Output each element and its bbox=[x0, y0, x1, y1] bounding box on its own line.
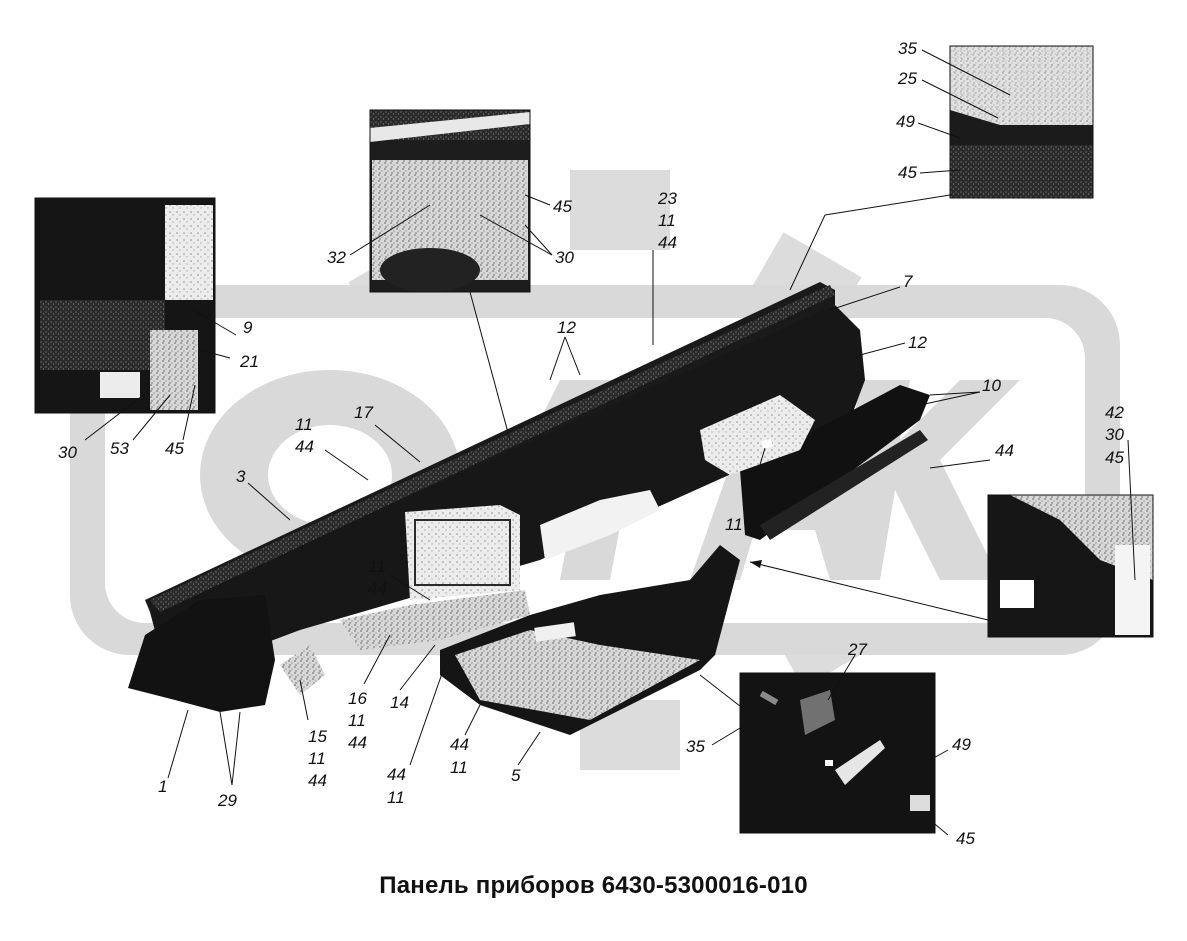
inset-top-center bbox=[369, 109, 531, 293]
callout-c-44: 44 bbox=[658, 233, 677, 252]
panel-cutout-mid bbox=[540, 490, 660, 560]
inset-top-right bbox=[949, 45, 1094, 199]
inset-left bbox=[34, 197, 216, 414]
callout-12-right: 12 bbox=[908, 333, 927, 352]
callout-tc-32: 32 bbox=[327, 248, 346, 267]
callout-11-bottom: 11 bbox=[387, 788, 405, 807]
callout-3: 3 bbox=[236, 467, 246, 486]
part-15-bracket bbox=[280, 645, 325, 695]
callout-tr-25: 25 bbox=[897, 69, 917, 88]
diagram-title: Панель приборов 6430-5300016-010 bbox=[379, 872, 808, 899]
callout-16-44: 44 bbox=[348, 733, 367, 752]
callout-7: 7 bbox=[903, 272, 913, 291]
part-10-lower-strip bbox=[760, 430, 928, 540]
panel-top-texture bbox=[150, 285, 835, 612]
callout-35-bottom: 35 bbox=[686, 737, 705, 756]
callout-16-11: 11 bbox=[348, 711, 366, 730]
callout-r-30: 30 bbox=[1105, 425, 1124, 444]
callout-44-center: 44 bbox=[368, 579, 387, 598]
callout-11-console: 11 bbox=[450, 758, 468, 777]
callout-tr-35: 35 bbox=[898, 39, 917, 58]
instrument-panel bbox=[128, 282, 930, 735]
callout-16: 16 bbox=[348, 689, 367, 708]
callout-11-right: 11 bbox=[725, 515, 743, 534]
callout-l-21: 21 bbox=[239, 352, 259, 371]
callout-14: 14 bbox=[390, 693, 409, 712]
callout-44-console: 44 bbox=[450, 735, 469, 754]
callout-br-27: 27 bbox=[847, 640, 867, 659]
callout-15-44: 44 bbox=[308, 771, 327, 790]
callout-1: 1 bbox=[158, 777, 167, 796]
callout-tr-45: 45 bbox=[898, 163, 917, 182]
leader-lines bbox=[84, 49, 1136, 836]
callout-17: 17 bbox=[354, 403, 373, 422]
callout-11-center: 11 bbox=[368, 557, 386, 576]
callout-11-left: 11 bbox=[295, 415, 313, 434]
callout-44-right: 44 bbox=[995, 441, 1014, 460]
part-14-cluster-lens bbox=[405, 505, 520, 600]
callout-l-53: 53 bbox=[110, 439, 129, 458]
callout-12-top: 12 bbox=[557, 318, 576, 337]
callout-tr-49: 49 bbox=[896, 112, 915, 131]
callout-c-11: 11 bbox=[658, 211, 676, 230]
inset-right bbox=[987, 494, 1154, 638]
callout-15-11: 11 bbox=[308, 749, 326, 768]
callout-5: 5 bbox=[511, 766, 521, 785]
panel-cutout-right bbox=[700, 395, 815, 475]
callout-l-9: 9 bbox=[243, 318, 253, 337]
callout-29: 29 bbox=[217, 791, 237, 810]
callout-10: 10 bbox=[982, 376, 1001, 395]
part-16-trim bbox=[340, 590, 530, 650]
part-10-wing bbox=[740, 385, 930, 540]
callout-br-45: 45 bbox=[956, 829, 975, 848]
callout-r-42: 42 bbox=[1105, 403, 1124, 422]
callout-l-30: 30 bbox=[58, 443, 77, 462]
panel-upper-body bbox=[150, 305, 865, 660]
callout-44-bottom: 44 bbox=[387, 765, 406, 784]
callout-l-45: 45 bbox=[165, 439, 184, 458]
callout-44-left: 44 bbox=[295, 437, 314, 456]
callout-c-23: 23 bbox=[657, 189, 677, 208]
part-5-console-tray bbox=[455, 630, 700, 720]
part-1-end-cap bbox=[128, 595, 275, 712]
callouts: 35 25 49 45 45 32 30 23 11 44 9 21 30 53… bbox=[58, 39, 1124, 848]
callout-15: 15 bbox=[308, 727, 327, 746]
callout-tc-45: 45 bbox=[553, 197, 572, 216]
callout-tc-30: 30 bbox=[555, 248, 574, 267]
callout-br-49: 49 bbox=[952, 735, 971, 754]
callout-r-45: 45 bbox=[1105, 448, 1124, 467]
inset-bottom-right bbox=[739, 672, 936, 834]
